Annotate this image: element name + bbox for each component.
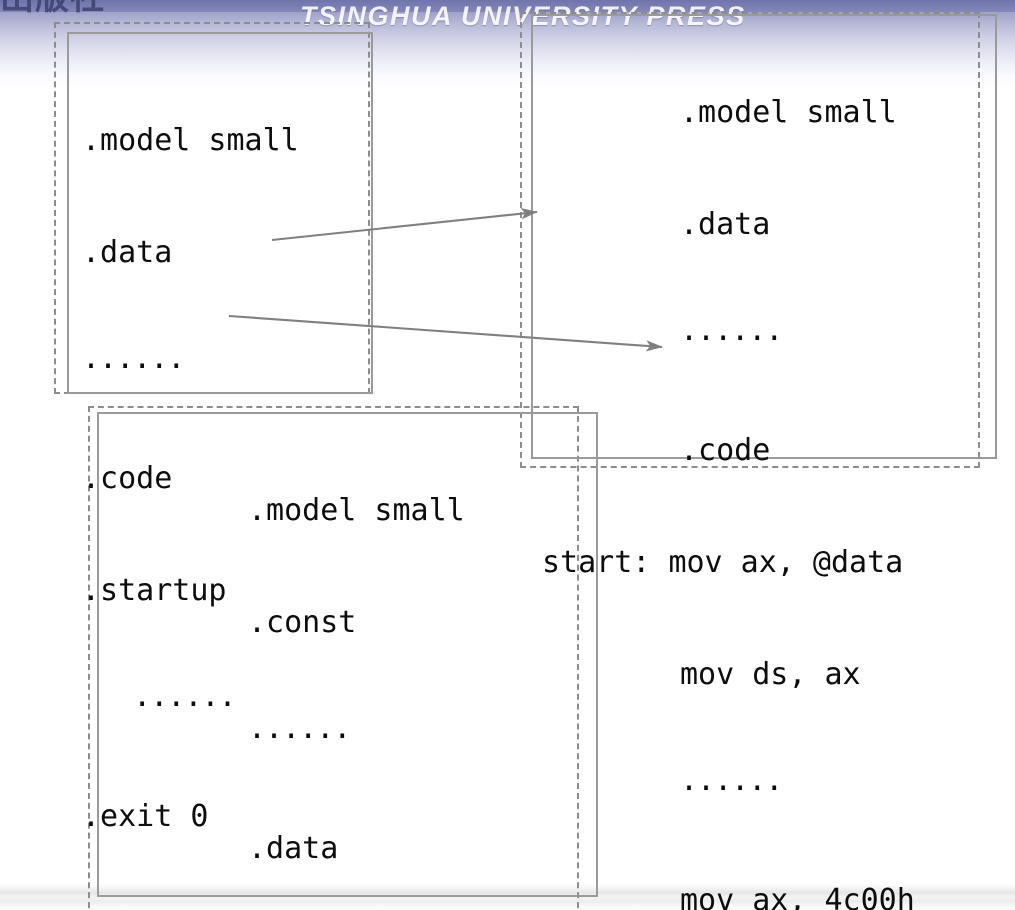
dgroup-block-dashed-frame — [88, 406, 579, 910]
expanded-code-block: .model small .data ...... .code start: m… — [542, 22, 982, 910]
code-line: mov ds, ax — [680, 657, 861, 692]
publisher-cjk-text: 出版社 — [0, 0, 130, 18]
code-line: .data — [82, 235, 173, 270]
code-line: .exit 0 — [82, 799, 209, 834]
code-line: .startup — [82, 573, 227, 608]
code-line: .model small — [82, 123, 299, 158]
code-ellipsis: ...... — [680, 313, 783, 348]
code-line: .data — [680, 207, 771, 242]
bottom-strip — [0, 884, 1015, 910]
code-ellipsis: ...... — [82, 341, 185, 376]
dgroup-code-block: .model small .const ...... .data ...... … — [113, 420, 583, 910]
code-line: .code — [82, 461, 173, 496]
publisher-cjk-logo: 出版社 — [0, 0, 130, 26]
code-line: .data — [248, 831, 339, 866]
code-line: .const — [248, 605, 357, 640]
code-line: mov ax, 4c00h — [680, 883, 915, 910]
publisher-watermark: TSINGHUA UNIVERSITY PRESS — [300, 1, 746, 31]
code-label: start: — [542, 545, 651, 580]
code-line: .code — [680, 433, 771, 468]
code-ellipsis: ...... — [82, 679, 236, 714]
code-line: .model small — [680, 95, 897, 130]
simplified-code-block: .model small .data ...... .code .startup… — [82, 50, 362, 910]
code-text: mov ax, @data — [668, 545, 904, 580]
code-ellipsis: ...... — [248, 711, 351, 746]
code-line: .model small — [248, 493, 465, 528]
banner-accent-strip — [0, 0, 1015, 12]
code-ellipsis: ...... — [680, 763, 783, 798]
code-line-labelled: start: mov ax, @data — [542, 542, 982, 584]
dgroup-block-frame — [97, 412, 598, 897]
